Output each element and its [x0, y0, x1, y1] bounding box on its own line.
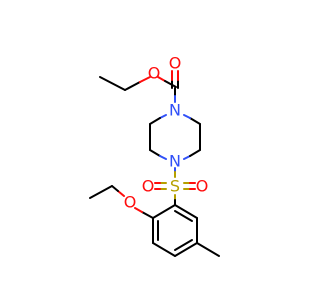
bond-ring-upper-right	[189, 117, 201, 125]
bond-ch2-o-ester-red	[139, 76, 151, 83]
bond-ch2-ch3-ethoxy	[89, 185, 113, 199]
bond-o-ch2-red	[117, 190, 125, 197]
bond-n-top-right-blue	[183, 114, 191, 119]
atom-n-bottom: N	[169, 152, 181, 171]
bond-ring-c3-c4	[152, 242, 176, 257]
bond-ring-upper-left	[149, 117, 161, 125]
bond-aryl-o-ethoxy-red	[134, 207, 143, 213]
bond-n-bottom-right-blue	[183, 155, 191, 160]
bond-ring-lower-right	[189, 149, 201, 157]
bond-ring-c1-c2	[152, 204, 176, 219]
bond-ch3-ch2-ester	[99, 76, 126, 91]
atom-o-ester-carbonyl: O	[169, 54, 182, 73]
bond-o-carbonylc	[164, 80, 177, 88]
bond-aryl-methyl	[196, 242, 220, 257]
structure-diagram: O O N N S O O O	[89, 54, 220, 257]
bond-aryl-o-ethoxy	[141, 211, 154, 219]
molecule-svg: O O N N S O O O	[89, 54, 220, 257]
atom-labels: O O N N S O O O	[124, 54, 209, 212]
atom-o-sulfonyl-left: O	[142, 177, 155, 196]
bond-ring-c4-c5-inner	[174, 239, 193, 251]
bond-n-bottom-left-blue	[159, 155, 167, 160]
bond-n-top-left-blue	[159, 114, 167, 119]
atom-o-ester-ether: O	[148, 64, 161, 83]
bond-ring-lower-left	[149, 149, 161, 157]
bond-ch2-o-ester	[124, 81, 141, 91]
bond-o-ch2	[111, 185, 119, 192]
bond-o-carbonylc-red	[157, 76, 166, 82]
bond-ring-c4-c5	[174, 242, 198, 257]
bond-ring-c6-c1-inner	[174, 210, 193, 222]
atom-o-sulfonyl-right: O	[196, 177, 209, 196]
atom-s-sulfonyl: S	[170, 177, 180, 196]
bonds	[89, 70, 220, 257]
atom-n-top: N	[169, 101, 181, 120]
atom-o-ethoxy: O	[124, 193, 137, 212]
bond-ring-c6-c1	[174, 204, 198, 219]
